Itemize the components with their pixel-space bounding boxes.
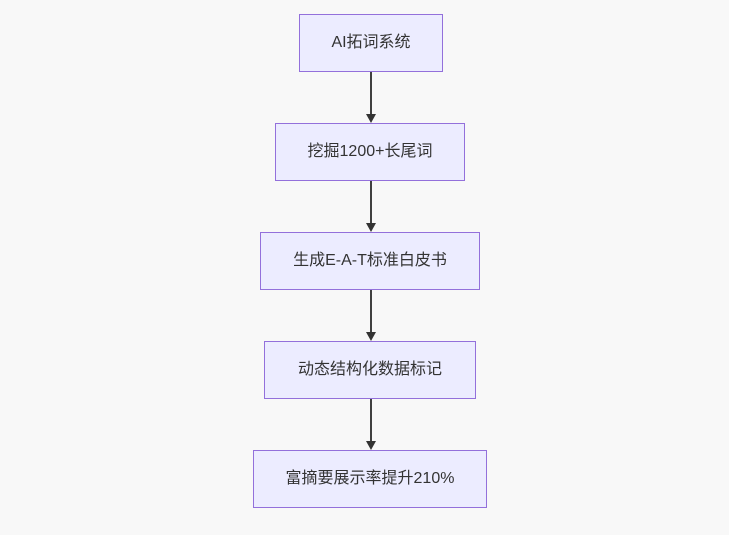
arrow-head-icon — [366, 441, 376, 450]
flow-node-structured-data: 动态结构化数据标记 — [264, 341, 476, 399]
flow-node-label: 生成E-A-T标准白皮书 — [293, 252, 447, 269]
flow-node-longtail-keywords: 挖掘1200+长尾词 — [275, 123, 465, 181]
flow-node-label: AI拓词系统 — [331, 34, 411, 51]
flow-node-label: 挖掘1200+长尾词 — [307, 143, 433, 160]
flow-arrow-1 — [366, 72, 376, 123]
flow-node-label: 动态结构化数据标记 — [297, 361, 442, 378]
arrow-line — [370, 399, 372, 441]
flow-arrow-4 — [366, 399, 376, 450]
arrow-head-icon — [366, 223, 376, 232]
arrow-head-icon — [366, 114, 376, 123]
arrow-line — [370, 181, 372, 223]
flow-arrow-2 — [366, 181, 376, 232]
flow-node-ai-word-system: AI拓词系统 — [299, 14, 443, 72]
flow-node-eat-whitepaper: 生成E-A-T标准白皮书 — [260, 232, 480, 290]
flow-node-label: 富摘要展示率提升210% — [285, 470, 455, 487]
arrow-line — [370, 290, 372, 332]
flow-arrow-3 — [366, 290, 376, 341]
flow-node-rich-snippet-result: 富摘要展示率提升210% — [253, 450, 487, 508]
arrow-head-icon — [366, 332, 376, 341]
arrow-line — [370, 72, 372, 114]
